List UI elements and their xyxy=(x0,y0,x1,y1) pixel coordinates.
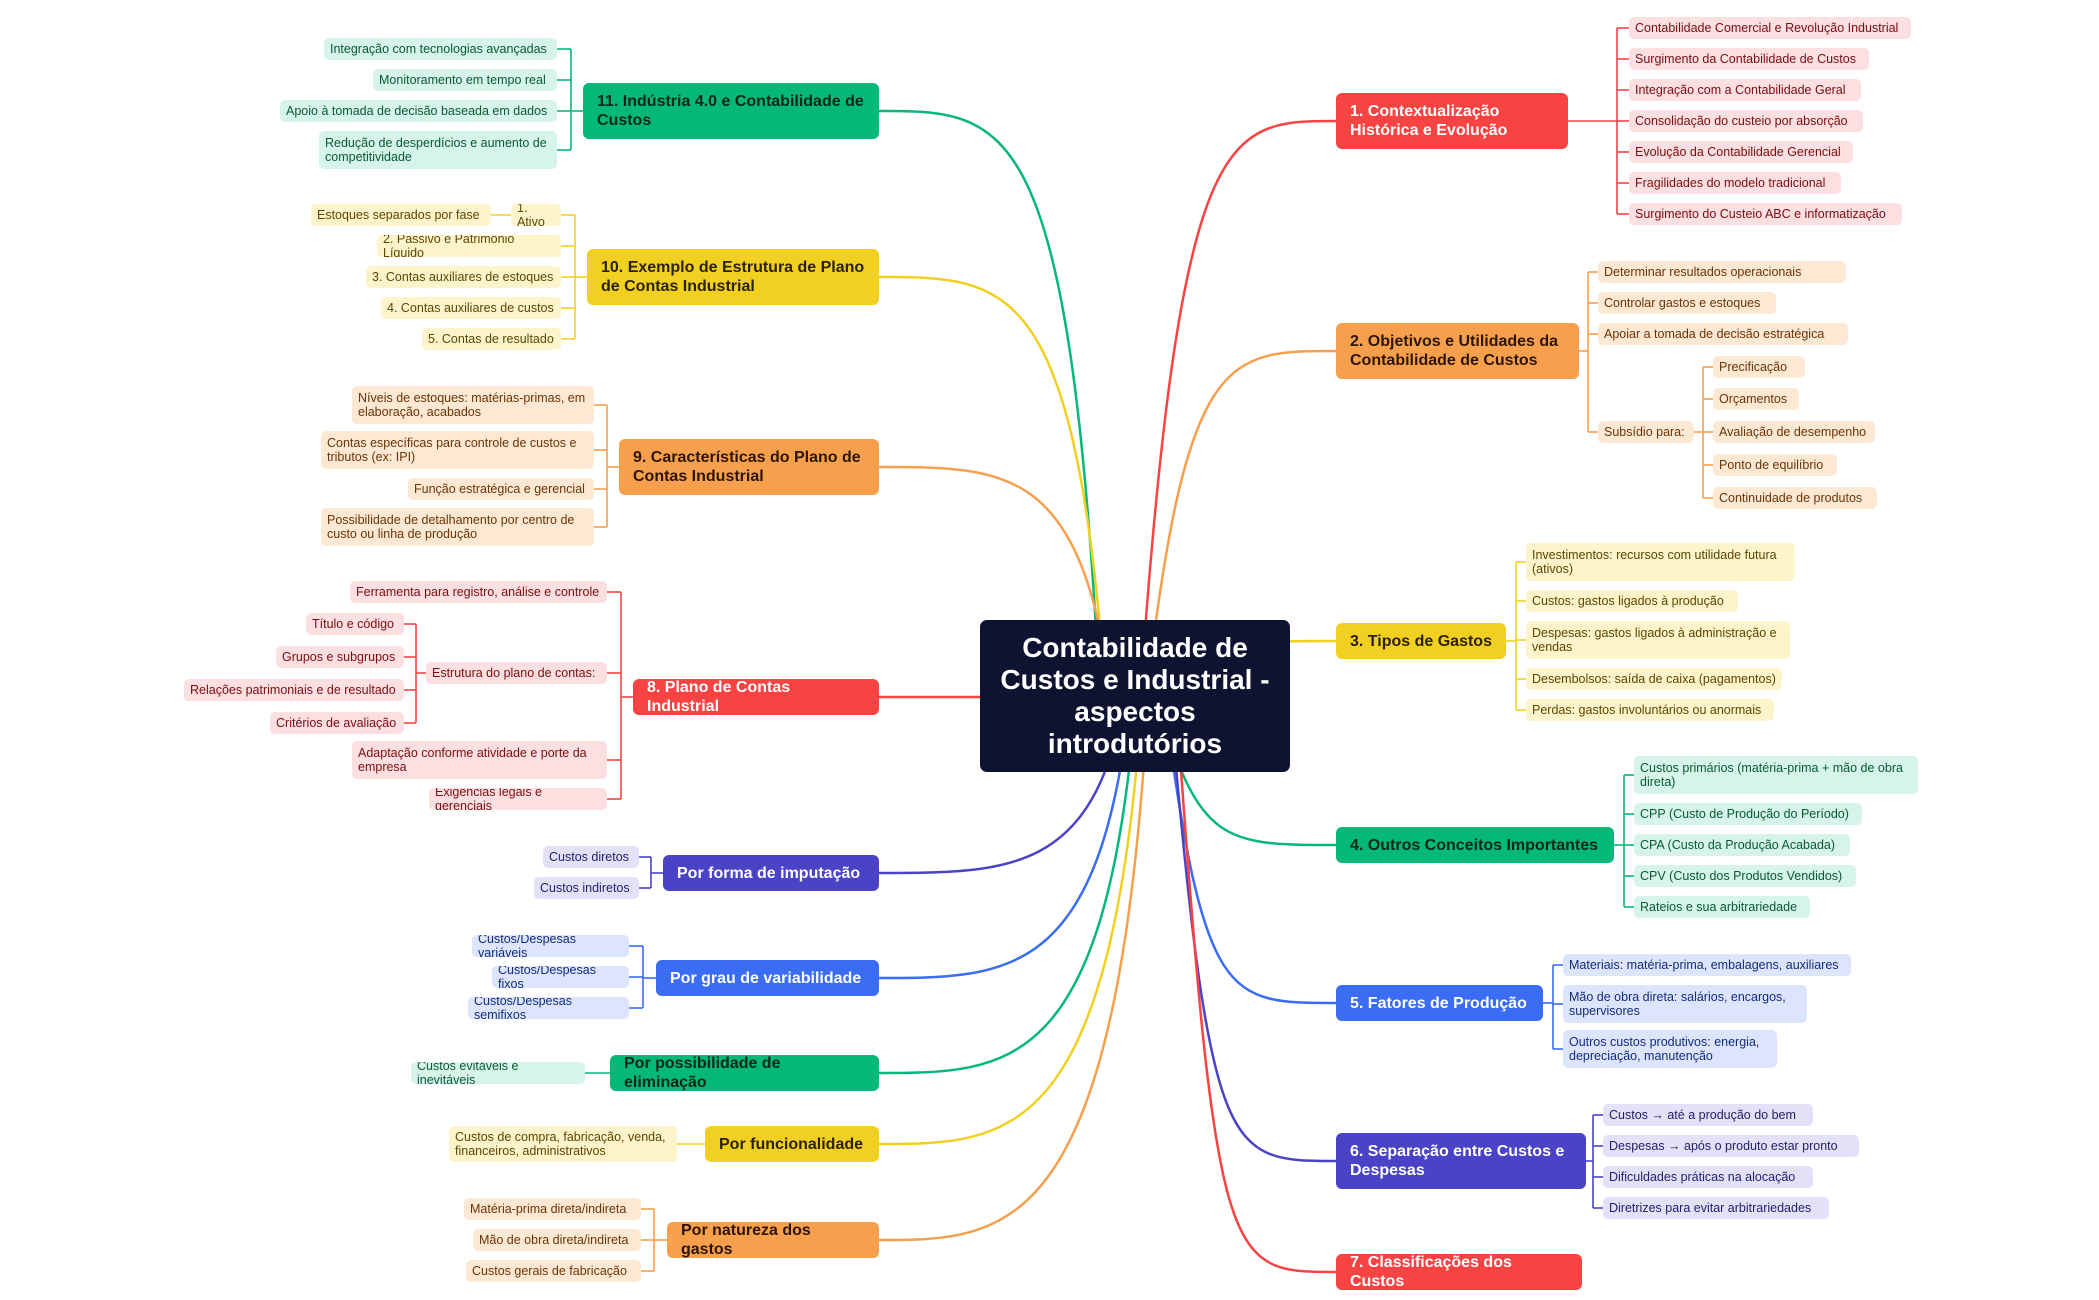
leaf-tool-register[interactable]: Ferramenta para registro, análise e cont… xyxy=(350,581,607,603)
topic-by-variability[interactable]: Por grau de variabilidade xyxy=(656,960,879,996)
leaf-data-decision[interactable]: Apoio à tomada de decisão baseada em dad… xyxy=(280,100,557,122)
leaf-performance-evaluation[interactable]: Avaliação de desempenho xyxy=(1713,421,1875,443)
leaf-overhead[interactable]: Custos gerais de fabricação xyxy=(466,1260,641,1282)
leaf-allocation-difficulties[interactable]: Dificuldades práticas na alocação xyxy=(1603,1166,1813,1188)
topic-objectives[interactable]: 2. Objetivos e Utilidades da Contabilida… xyxy=(1336,323,1579,379)
leaf-expenses-after-product[interactable]: Despesas → após o produto estar pronto xyxy=(1603,1135,1859,1157)
topic-by-nature[interactable]: Por natureza dos gastos xyxy=(667,1222,879,1258)
leaf-pricing[interactable]: Precificação xyxy=(1713,356,1805,378)
branch-curve xyxy=(878,465,1114,701)
topic-costs-vs-expenses[interactable]: 6. Separação entre Custos e Despesas xyxy=(1336,1133,1586,1189)
leaf-emergence-cost-accounting[interactable]: Surgimento da Contabilidade de Custos xyxy=(1629,48,1869,70)
branch-curve xyxy=(1138,119,1337,701)
topic-other-concepts[interactable]: 4. Outros Conceitos Importantes xyxy=(1336,827,1614,863)
branch-curve xyxy=(878,109,1102,701)
branch-curve xyxy=(878,275,1108,701)
topic-chart-characteristics[interactable]: 9. Características do Plano de Contas In… xyxy=(619,439,879,495)
leaf-labor[interactable]: Mão de obra direta/indireta xyxy=(473,1229,641,1251)
leaf-groups-subgroups[interactable]: Grupos e subgrupos xyxy=(276,646,404,668)
leaf-variable-costs[interactable]: Custos/Despesas variáveis xyxy=(472,935,629,957)
branch-curve xyxy=(878,699,1150,1242)
topic-by-functionality[interactable]: Por funcionalidade xyxy=(705,1126,879,1162)
leaf-indirect-costs[interactable]: Custos indiretos xyxy=(534,877,639,899)
branch-curve xyxy=(1174,699,1337,1274)
topic-by-imputation[interactable]: Por forma de imputação xyxy=(663,855,879,891)
leaf-product-continuity[interactable]: Continuidade de produtos xyxy=(1713,487,1877,509)
topic-chart-of-accounts-example[interactable]: 10. Exemplo de Estrutura de Plano de Con… xyxy=(587,249,879,305)
branch-curve xyxy=(878,699,1138,1075)
leaf-adaptation[interactable]: Adaptação conforme atividade e porte da … xyxy=(352,741,607,779)
leaf-losses[interactable]: Perdas: gastos involuntários ou anormais xyxy=(1526,699,1774,721)
leaf-direct-labor[interactable]: Mão de obra direta: salários, encargos, … xyxy=(1563,985,1807,1023)
leaf-absorption-costing[interactable]: Consolidação do custeio por absorção xyxy=(1629,110,1863,132)
leaf-detail-cost-center[interactable]: Possibilidade de detalhamento por centro… xyxy=(321,508,594,546)
topic-by-elimination[interactable]: Por possibilidade de eliminação xyxy=(610,1055,879,1091)
leaf-relations[interactable]: Relações patrimoniais e de resultado xyxy=(184,679,404,701)
topic-historical-context[interactable]: 1. Contextualização Histórica e Evolução xyxy=(1336,93,1568,149)
leaf-materials[interactable]: Materiais: matéria-prima, embalagens, au… xyxy=(1563,954,1851,976)
leaf-operational-results[interactable]: Determinar resultados operacionais xyxy=(1598,261,1846,283)
leaf-legal-requirements[interactable]: Exigências legais e gerenciais xyxy=(429,788,607,810)
leaf-liabilities-equity[interactable]: 2. Passivo e Patrimônio Líquido xyxy=(377,235,561,257)
leaf-apportionments[interactable]: Rateios e sua arbitrariedade xyxy=(1634,896,1810,918)
leaf-functional-costs[interactable]: Custos de compra, fabricação, venda, fin… xyxy=(449,1126,677,1162)
leaf-arbitrariness-guidelines[interactable]: Diretrizes para evitar arbitrariedades xyxy=(1603,1197,1829,1219)
leaf-fixed-costs[interactable]: Custos/Despesas fixos xyxy=(492,966,629,988)
leaf-aux-stock-accounts[interactable]: 3. Contas auxiliares de estoques xyxy=(366,266,561,288)
topic-production-factors[interactable]: 5. Fatores de Produção xyxy=(1336,985,1543,1021)
leaf-strategic-function[interactable]: Função estratégica e gerencial xyxy=(408,478,594,500)
leaf-result-accounts[interactable]: 5. Contas de resultado xyxy=(422,328,561,350)
leaf-raw-material[interactable]: Matéria-prima direta/indireta xyxy=(464,1198,641,1220)
leaf-primary-costs[interactable]: Custos primários (matéria-prima + mão de… xyxy=(1634,756,1918,794)
leaf-abc-costing[interactable]: Surgimento do Custeio ABC e informatizaç… xyxy=(1629,203,1902,225)
leaf-asset[interactable]: 1. Ativo xyxy=(511,204,561,226)
branch-curve xyxy=(1168,699,1337,1163)
leaf-avoidable-costs[interactable]: Custos evitáveis e inevitáveis xyxy=(411,1062,585,1084)
leaf-stocks-by-phase[interactable]: Estoques separados por fase xyxy=(311,204,491,226)
leaf-expenses-admin[interactable]: Despesas: gastos ligados à administração… xyxy=(1526,621,1790,659)
leaf-management-accounting[interactable]: Evolução da Contabilidade Gerencial xyxy=(1629,141,1853,163)
leaf-subsidy-for[interactable]: Subsídio para: xyxy=(1598,421,1694,443)
leaf-cpv[interactable]: CPV (Custo dos Produtos Vendidos) xyxy=(1634,865,1856,887)
branch-curve xyxy=(878,699,1132,980)
topic-industry-4[interactable]: 11. Indústria 4.0 e Contabilidade de Cus… xyxy=(583,83,879,139)
leaf-costs-until-production[interactable]: Custos → até a produção do bem xyxy=(1603,1104,1813,1126)
leaf-specific-accounts[interactable]: Contas específicas para controle de cust… xyxy=(321,431,594,469)
leaf-chart-structure[interactable]: Estrutura do plano de contas: xyxy=(426,662,607,684)
leaf-valuation-criteria[interactable]: Critérios de avaliação xyxy=(270,712,404,734)
leaf-budgets[interactable]: Orçamentos xyxy=(1713,388,1799,410)
leaf-investments[interactable]: Investimentos: recursos com utilidade fu… xyxy=(1526,543,1795,581)
leaf-semifixed-costs[interactable]: Custos/Despesas semifixos xyxy=(468,997,629,1019)
leaf-stock-levels[interactable]: Níveis de estoques: matérias-primas, em … xyxy=(352,386,594,424)
leaf-title-code[interactable]: Título e código xyxy=(306,613,404,635)
leaf-costs-production[interactable]: Custos: gastos ligados à produção xyxy=(1526,590,1738,612)
leaf-break-even[interactable]: Ponto de equilíbrio xyxy=(1713,454,1837,476)
leaf-cpa[interactable]: CPA (Custo da Produção Acabada) xyxy=(1634,834,1850,856)
central-topic[interactable]: Contabilidade de Custos e Industrial - a… xyxy=(980,620,1290,772)
branch-curve xyxy=(1144,349,1337,701)
leaf-strategic-decision[interactable]: Apoiar a tomada de decisão estratégica xyxy=(1598,323,1848,345)
leaf-integration-general-accounting[interactable]: Integração com a Contabilidade Geral xyxy=(1629,79,1861,101)
topic-types-of-expenses[interactable]: 3. Tipos de Gastos xyxy=(1336,623,1506,659)
leaf-traditional-model-weakness[interactable]: Fragilidades do modelo tradicional xyxy=(1629,172,1841,194)
leaf-waste-reduction[interactable]: Redução de desperdícios e aumento de com… xyxy=(319,131,557,169)
leaf-cpp[interactable]: CPP (Custo de Produção do Período) xyxy=(1634,803,1862,825)
leaf-aux-cost-accounts[interactable]: 4. Contas auxiliares de custos xyxy=(381,297,561,319)
topic-industrial-chart[interactable]: 8. Plano de Contas Industrial xyxy=(633,679,879,715)
leaf-direct-costs[interactable]: Custos diretos xyxy=(543,846,639,868)
leaf-disbursements[interactable]: Desembolsos: saída de caixa (pagamentos) xyxy=(1526,668,1782,690)
leaf-other-production-costs[interactable]: Outros custos produtivos: energia, depre… xyxy=(1563,1030,1777,1068)
leaf-control-expenses[interactable]: Controlar gastos e estoques xyxy=(1598,292,1776,314)
leaf-advanced-tech[interactable]: Integração com tecnologias avançadas xyxy=(324,38,557,60)
leaf-commercial-accounting[interactable]: Contabilidade Comercial e Revolução Indu… xyxy=(1629,17,1911,39)
branch-curve xyxy=(878,699,1144,1146)
leaf-realtime-monitoring[interactable]: Monitoramento em tempo real xyxy=(373,69,557,91)
topic-cost-classifications[interactable]: 7. Classificações dos Custos xyxy=(1336,1254,1582,1290)
